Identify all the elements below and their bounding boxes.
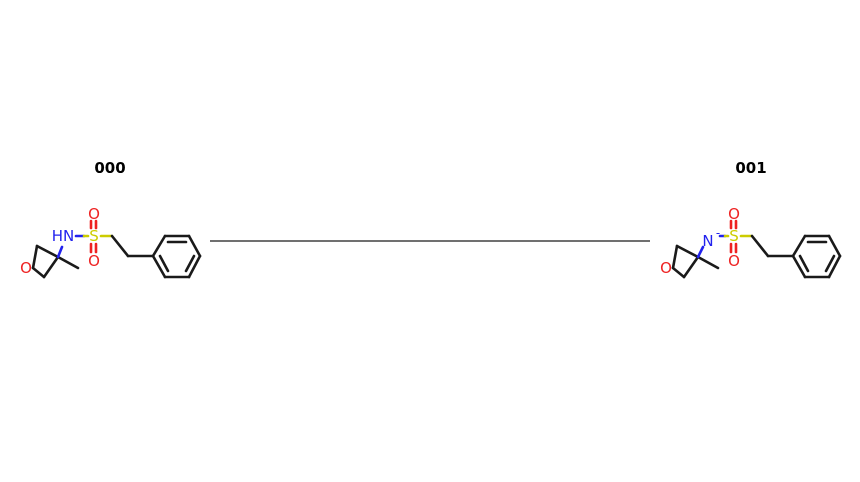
- node-label-001: 001: [735, 159, 766, 177]
- ring-oxygen-000: O: [20, 259, 32, 277]
- sulfur-001: S: [729, 227, 739, 245]
- oxo-top-001: O: [728, 205, 740, 223]
- amine-000: HN: [52, 227, 75, 245]
- node-label-000: 000: [94, 159, 125, 177]
- molecule-001: O N - S O O: [660, 205, 842, 279]
- oxo-bottom-000: O: [88, 252, 100, 270]
- molecule-000: O HN S O O: [20, 205, 202, 279]
- sulfur-000: S: [89, 227, 99, 245]
- node-000: 000: [20, 159, 202, 279]
- ring-oxygen-001: O: [660, 259, 672, 277]
- node-001: 001: [660, 159, 842, 279]
- oxo-bottom-001: O: [728, 252, 740, 270]
- oxo-top-000: O: [88, 205, 100, 223]
- amine-001: N: [702, 232, 713, 250]
- charge-001: -: [716, 226, 720, 240]
